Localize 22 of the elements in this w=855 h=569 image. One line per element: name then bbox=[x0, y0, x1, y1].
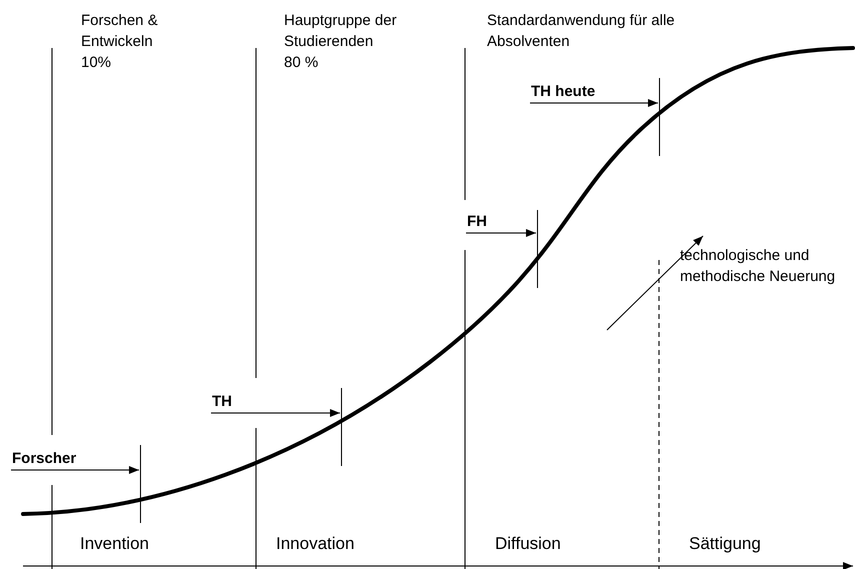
percentage-label: 80 % bbox=[284, 53, 318, 73]
phase-note: Hauptgruppe der Studierenden bbox=[284, 11, 398, 52]
phase-label: Sättigung bbox=[689, 533, 761, 554]
arrow bbox=[210, 409, 340, 417]
tick-mark bbox=[140, 445, 141, 523]
phase-label: Diffusion bbox=[495, 533, 561, 554]
arrow-label: TH bbox=[212, 393, 232, 411]
phase-note: Standardanwendung für alle Absolventen bbox=[487, 11, 676, 52]
arrow-label: Forscher bbox=[12, 450, 76, 468]
arrow bbox=[530, 99, 658, 107]
percentage-label: 10% bbox=[81, 53, 112, 73]
tick-mark bbox=[341, 388, 342, 466]
arrow bbox=[466, 229, 536, 237]
tick-mark bbox=[659, 78, 660, 156]
tick-mark bbox=[537, 210, 538, 288]
arrow-caption: technologische und methodische Neuerung bbox=[680, 246, 836, 287]
phase-label: Invention bbox=[80, 533, 149, 554]
arrow bbox=[10, 466, 140, 474]
arrow-label: TH heute bbox=[531, 83, 596, 101]
arrow-label: FH bbox=[467, 213, 487, 231]
phase-note: Forschen & Entwickeln bbox=[81, 11, 159, 52]
phase-label: Innovation bbox=[276, 533, 354, 554]
